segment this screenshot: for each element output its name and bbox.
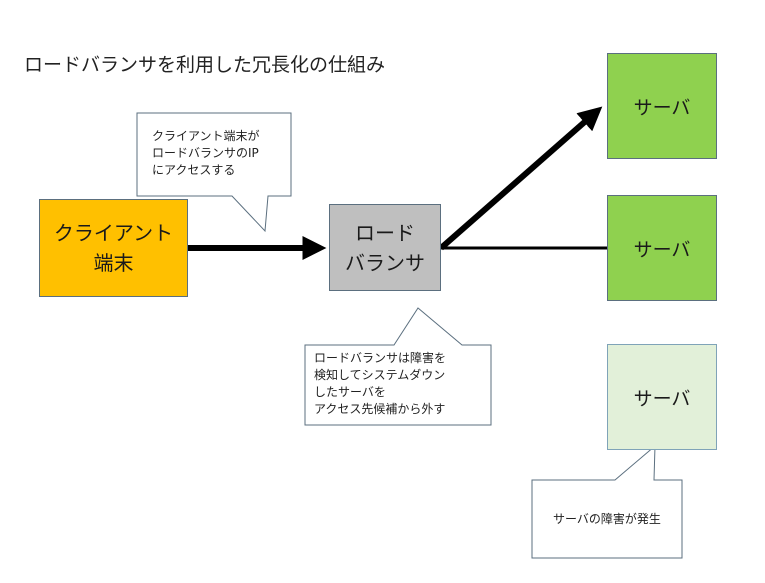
callout-lb-failover-shape bbox=[304, 307, 492, 426]
server-box-1: サーバ bbox=[607, 53, 717, 159]
client-terminal-box: クライアント 端末 bbox=[39, 199, 188, 297]
arrow-lb-to-server1 bbox=[439, 106, 603, 251]
server-box-3-failed: サーバ bbox=[607, 344, 717, 450]
diagram-title: ロードバランサを利用した冗長化の仕組み bbox=[24, 54, 386, 76]
server-box-2: サーバ bbox=[607, 195, 717, 301]
callout-server-failure-text: サーバの障害が発生 bbox=[553, 512, 661, 526]
load-balancer-box: ロード バランサ bbox=[329, 204, 441, 291]
callout-client-access-text: クライアント端末が ロードバランサのIP にアクセスする bbox=[152, 129, 260, 177]
callout-client-access-shape bbox=[136, 112, 292, 233]
callout-lb-failover-text: ロードバランサは障害を 検知してシステムダウン したサーバを アクセス先候補から… bbox=[314, 351, 447, 416]
callout-server-failure-shape bbox=[531, 444, 683, 559]
